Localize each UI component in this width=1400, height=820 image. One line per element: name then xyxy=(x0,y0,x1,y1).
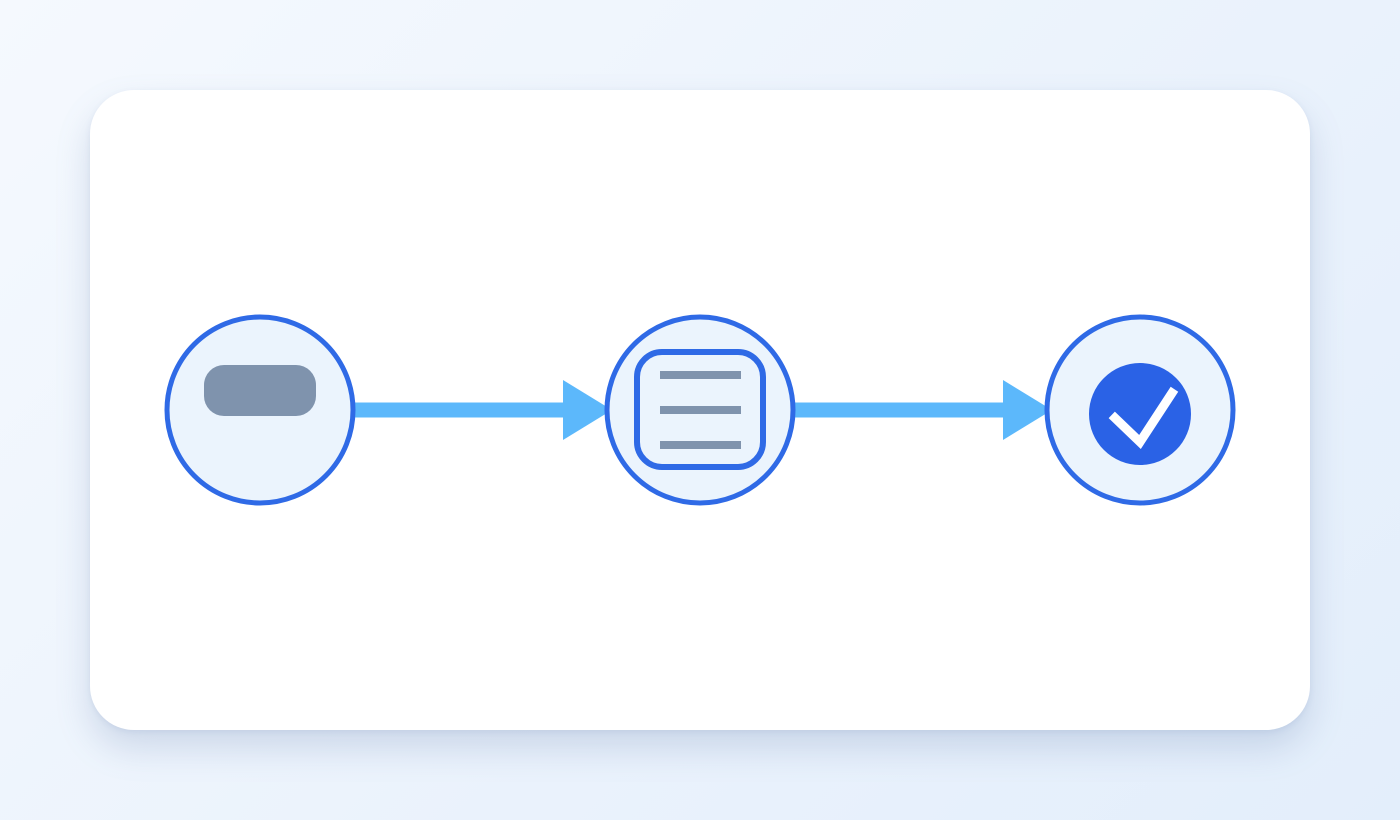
list-icon xyxy=(634,349,766,470)
arrowhead-icon xyxy=(563,380,612,440)
connector-step-1-to-step-2 xyxy=(353,380,612,440)
check-mark-icon xyxy=(1108,386,1179,450)
step-1-node xyxy=(164,314,356,506)
connector-step-2-to-step-3 xyxy=(793,380,1052,440)
list-frame xyxy=(634,349,766,470)
arrowhead-icon xyxy=(1003,380,1052,440)
list-line xyxy=(660,371,741,379)
list-line xyxy=(660,441,741,449)
check-badge-circle xyxy=(1089,363,1191,465)
step-2-node xyxy=(604,314,796,506)
pill-icon xyxy=(204,365,316,416)
check-badge-icon xyxy=(1089,363,1191,465)
step-3-node xyxy=(1044,314,1236,506)
list-line xyxy=(660,406,741,414)
